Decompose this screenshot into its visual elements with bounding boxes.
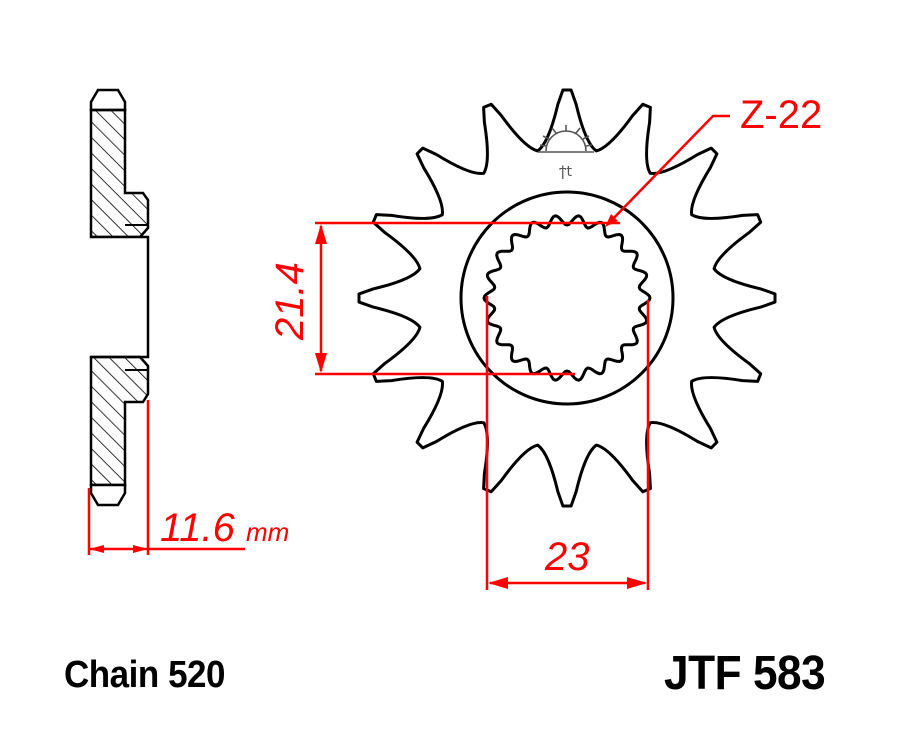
side-section-view: 11.6 mm: [87, 88, 289, 555]
tooth-chamfer-top: [89, 88, 127, 112]
spline-count-callout: Z-22: [605, 93, 822, 227]
chain-size-label: Chain 520: [64, 654, 226, 696]
thickness-value: 11.6: [160, 506, 236, 550]
front-view: ϯt 21.4 23 Z-22: [268, 88, 822, 590]
sprocket-outer-profile: [357, 88, 777, 508]
brand-logo-icon: ϯt: [538, 125, 594, 180]
spline-outer-value: 23: [544, 535, 590, 579]
spline-inner-value: 21.4: [268, 262, 312, 341]
bore-section: [91, 235, 150, 359]
thickness-unit: mm: [246, 517, 289, 547]
upper-section-hatch: [89, 108, 150, 239]
thickness-dimension: 11.6 mm: [87, 400, 289, 555]
spline-count-label: Z-22: [740, 93, 822, 137]
lower-section-hatch: [89, 355, 150, 487]
svg-text:ϯt: ϯt: [559, 164, 573, 180]
part-number-label: JTF 583: [664, 647, 826, 700]
tooth-chamfer-bottom: [89, 483, 127, 507]
hub-circle: [459, 190, 675, 406]
spline-inner-dimension: 21.4: [268, 221, 620, 376]
spline-bore-profile: [482, 214, 652, 382]
spline-outer-dimension: 23: [485, 296, 650, 590]
